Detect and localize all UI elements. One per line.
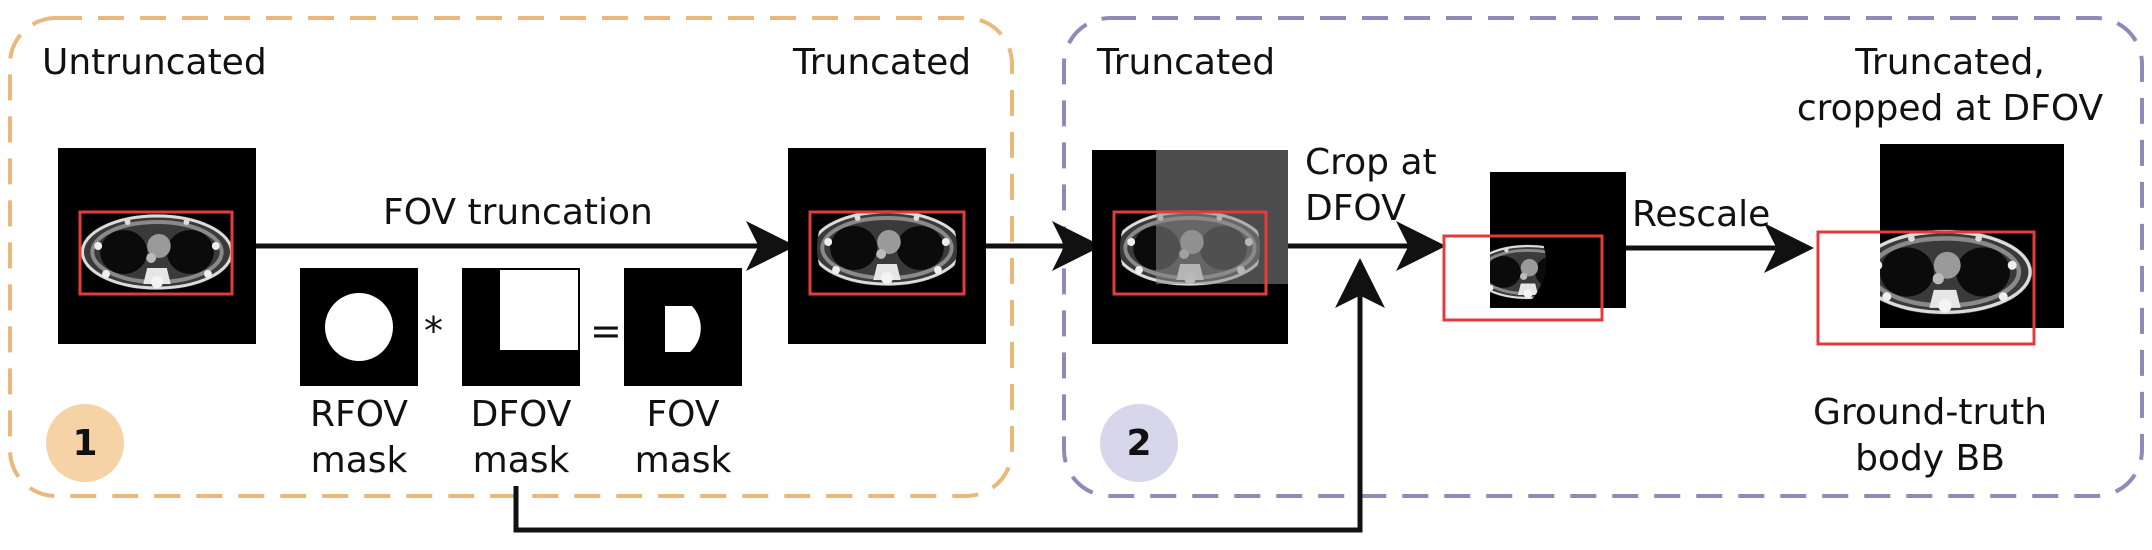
step-2-badge: 2 <box>1100 404 1178 482</box>
truncated-ct-image <box>788 148 986 344</box>
bounding-box <box>1442 234 1604 322</box>
dfov-feedback-arrow <box>513 258 1385 533</box>
label-ground-truth-line1: Ground-truth <box>1812 392 2048 433</box>
bounding-box <box>78 210 234 296</box>
label-fov-mask-line2: mask <box>634 440 732 481</box>
multiply-symbol: * <box>424 309 443 353</box>
label-truncated-panel2: Truncated <box>1097 42 1276 83</box>
rfov-mask-image <box>300 268 418 386</box>
label-final-line1: Truncated, <box>1855 42 2045 83</box>
label-dfov-mask-line1: DFOV <box>470 394 572 435</box>
label-ground-truth-line2: body BB <box>1855 438 2005 479</box>
label-truncated-panel1: Truncated <box>793 42 972 83</box>
label-final-line2: cropped at DFOV <box>1796 88 2104 129</box>
label-rfov-mask-line1: RFOV <box>309 394 409 435</box>
label-fov-mask-line1: FOV <box>646 394 720 435</box>
step-1-badge: 1 <box>46 404 124 482</box>
cropped-ct-image <box>1442 172 1626 322</box>
label-crop-line2: DFOV <box>1305 188 1406 229</box>
dfov-overlay <box>1156 150 1288 284</box>
bounding-box <box>808 210 966 296</box>
final-ct-image <box>1816 144 2064 346</box>
bounding-box <box>1112 210 1268 296</box>
label-rfov-mask-line2: mask <box>310 440 408 481</box>
label-dfov-mask-line2: mask <box>472 440 570 481</box>
label-fov-truncation: FOV truncation <box>383 192 653 233</box>
label-crop-line1: Crop at <box>1305 142 1437 183</box>
untruncated-ct-image <box>58 148 256 344</box>
label-rescale: Rescale <box>1632 194 1771 235</box>
panel-1-border <box>8 16 1014 498</box>
fov-mask-image <box>624 268 742 386</box>
ground-truth-bounding-box <box>1816 230 2036 346</box>
dfov-mask-image <box>462 268 580 386</box>
equals-symbol: = <box>590 309 622 353</box>
truncated-ct-dfov-image <box>1092 150 1288 344</box>
label-untruncated: Untruncated <box>42 42 267 83</box>
